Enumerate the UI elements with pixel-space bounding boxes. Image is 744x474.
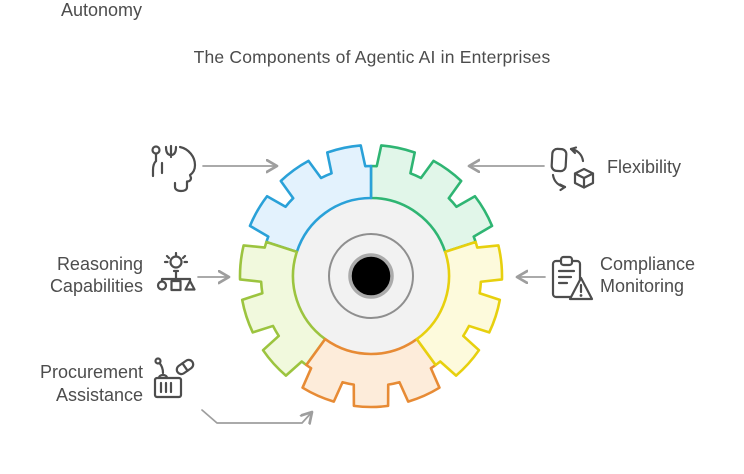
label-reasoning-line2: Capabilities <box>49 276 143 296</box>
label-reasoning-line1: Reasoning <box>56 254 143 274</box>
gear-inner-ring <box>328 233 414 319</box>
label-procurement-line2: Assistance <box>55 385 143 405</box>
arrow-procurement <box>201 409 312 423</box>
ai-head-icon <box>149 141 199 197</box>
label-procurement-assistance: Procurement Assistance <box>0 361 143 407</box>
gear-center-hole <box>348 253 394 299</box>
gear-segments <box>238 144 504 409</box>
label-flexibility-text: Flexibility <box>607 157 682 177</box>
label-compliance-monitoring: Compliance Monitoring <box>600 253 695 297</box>
clipboard-warning-icon <box>548 254 596 305</box>
label-autonomy-text: Autonomy <box>60 0 142 20</box>
label-procurement-line1: Procurement <box>39 362 143 382</box>
label-compliance-line1: Compliance <box>600 254 696 274</box>
crane-container-pill-icon <box>146 357 198 405</box>
label-autonomy: Autonomy <box>0 0 142 20</box>
label-reasoning-capabilities: Reasoning Capabilities <box>0 253 143 297</box>
shape-transform-icon <box>547 145 599 197</box>
page-title: The Components of Agentic AI in Enterpri… <box>193 47 551 67</box>
gear-segment-compliance-monitoring <box>415 240 504 377</box>
label-compliance-line2: Monitoring <box>600 276 685 296</box>
gear-segment-autonomy <box>248 144 373 254</box>
gear-segment-reasoning-capabilities <box>238 240 327 377</box>
gear-segment-flexibility <box>369 144 494 254</box>
label-flexibility: Flexibility <box>607 157 681 177</box>
idea-decision-tree-icon <box>156 252 196 304</box>
gear-segment-procurement-assistance <box>301 337 441 409</box>
